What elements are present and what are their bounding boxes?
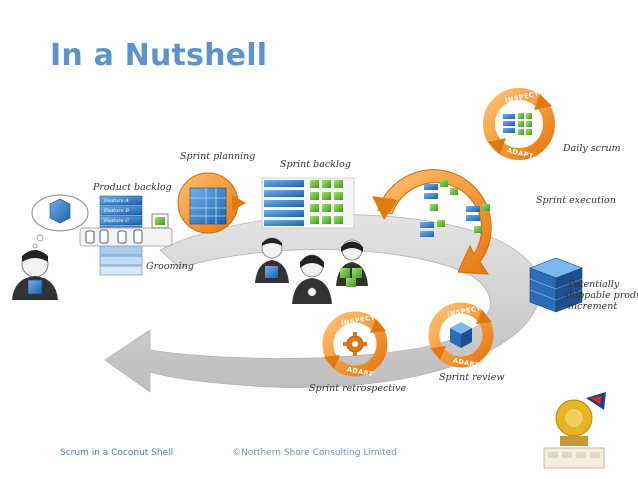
- footer-copyright: ©Northern Shore Consulting Limited: [232, 448, 397, 458]
- feature-a-label: Feature A: [103, 198, 129, 204]
- label-sprint-retrospective: Sprint retrospective: [309, 383, 406, 394]
- footer-left: Scrum in a Coconut Shell: [60, 448, 174, 458]
- label-daily-scrum: Daily scrum: [562, 143, 621, 154]
- label-sprint-review: Sprint review: [439, 372, 504, 383]
- label-potentially-line2: shippable product: [564, 290, 638, 301]
- label-sprint-execution: Sprint execution: [536, 195, 616, 206]
- stakeholder-figure: [12, 250, 58, 300]
- label-sprint-backlog: Sprint backlog: [280, 159, 351, 170]
- thought-bubble: [31, 194, 89, 249]
- feature-b-label: Feature B: [103, 208, 129, 214]
- coconut-mascot: [543, 392, 606, 469]
- label-potentially-line1: Potentially: [567, 279, 620, 290]
- sprint-backlog-grid: [261, 177, 355, 229]
- label-grooming: Grooming: [146, 261, 194, 272]
- sprint-execution-cycle: [372, 169, 492, 275]
- team-figures: [255, 237, 368, 304]
- label-potentially-line3: increment: [568, 301, 617, 312]
- product-increment-cube: [529, 257, 583, 313]
- slide-title: In a Nutshell: [50, 38, 268, 73]
- daily-scrum-cycle: INSPECT ADAPT: [483, 88, 555, 161]
- grooming-hands: [79, 213, 173, 247]
- label-sprint-planning: Sprint planning: [180, 151, 255, 162]
- feature-c-label: Feature C: [103, 218, 129, 224]
- sprint-planning-icon: [177, 172, 246, 234]
- label-product-backlog: Product backlog: [92, 182, 172, 193]
- sprint-retrospective-cycle: INSPECT ADAPT: [322, 311, 388, 379]
- sprint-review-cycle: INSPECT ADAPT: [428, 302, 494, 370]
